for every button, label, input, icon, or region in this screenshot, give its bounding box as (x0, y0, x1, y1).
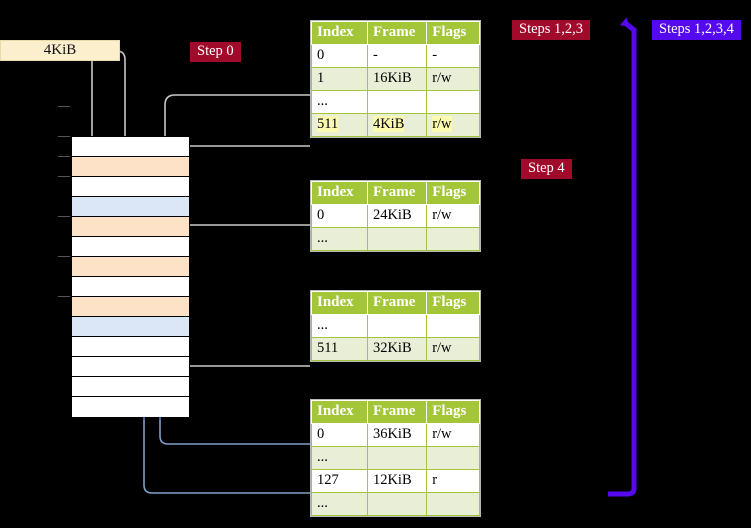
tick-mark (58, 136, 70, 137)
tick-mark (58, 176, 70, 177)
memory-frame-row (72, 137, 189, 157)
memory-frame-row (72, 177, 189, 197)
table-row: ... (311, 492, 480, 516)
memory-frame-row (72, 197, 189, 217)
table-row: ... (311, 227, 480, 251)
column-header-flags: Flags (426, 181, 480, 205)
table-cell (426, 227, 480, 251)
column-header-frame: Frame (366, 21, 428, 45)
table-cell (366, 314, 428, 338)
column-header-index: Index (311, 21, 368, 45)
column-header-frame: Frame (366, 291, 428, 315)
memory-frame-row (72, 157, 189, 177)
table-cell: ... (311, 90, 368, 114)
table-cell: r/w (426, 423, 480, 447)
table-cell: 32KiB (366, 337, 428, 361)
violet-loop-arrow (608, 17, 637, 497)
connector-4kib-to-memory (91, 50, 126, 150)
table-cell (426, 446, 480, 470)
column-header-frame: Frame (366, 400, 428, 424)
table-cell: ... (311, 227, 368, 251)
highlighted-value: 4KiB (372, 116, 405, 132)
table-cell: 0 (311, 204, 368, 228)
column-header-flags: Flags (426, 291, 480, 315)
table-cell: r/w (426, 67, 480, 91)
memory-column (71, 136, 190, 417)
column-header-frame: Frame (366, 181, 428, 205)
table-cell (366, 446, 428, 470)
tick-mark (58, 106, 70, 107)
memory-frame-row (72, 337, 189, 357)
memory-frame-row (72, 317, 189, 337)
size-label-4kib: 4KiB (0, 40, 120, 61)
table-cell (366, 227, 428, 251)
memory-frame-row (72, 257, 189, 277)
highlighted-value: r/w (432, 116, 452, 132)
column-header-index: Index (311, 181, 368, 205)
table-cell: 24KiB (366, 204, 428, 228)
table-cell: 4KiB (366, 113, 428, 137)
connector-memory-to-table2 (179, 224, 310, 270)
column-header-flags: Flags (426, 400, 480, 424)
tick-mark (58, 296, 70, 297)
memory-frame-row (72, 297, 189, 317)
table-row: ... (311, 314, 480, 338)
table-cell (366, 492, 428, 516)
table-cell: 0 (311, 44, 368, 68)
table-cell: 16KiB (366, 67, 428, 91)
memory-frame-row (72, 237, 189, 257)
column-header-index: Index (311, 400, 368, 424)
table-cell: - (366, 44, 428, 68)
badge-step-4: Step 4 (521, 159, 572, 179)
table-cell: 1 (311, 67, 368, 91)
column-header-index: Index (311, 291, 368, 315)
badge-step-0: Step 0 (190, 42, 241, 62)
table-row: ... (311, 446, 480, 470)
table-cell (426, 492, 480, 516)
badge-steps-123: Steps 1,2,3 (512, 20, 591, 40)
connector-memory-to-table3 (173, 306, 310, 367)
tick-mark (58, 256, 70, 257)
table-cell (426, 90, 480, 114)
table-cell: r (426, 469, 480, 493)
table-cell: 511 (311, 113, 368, 137)
tick-mark (58, 216, 70, 217)
memory-frame-row (72, 377, 189, 397)
table-cell: 127 (311, 469, 368, 493)
table-cell: - (426, 44, 480, 68)
table-cell: ... (311, 492, 368, 516)
memory-frame-row (72, 277, 189, 297)
table-cell: r/w (426, 337, 480, 361)
table-cell: 511 (311, 337, 368, 361)
table-row: 0-- (311, 44, 480, 68)
table-cell: 12KiB (366, 469, 428, 493)
table-cell (366, 90, 428, 114)
table-cell: r/w (426, 204, 480, 228)
table-cell: 36KiB (366, 423, 428, 447)
highlighted-value: 511 (317, 116, 339, 132)
table-cell: ... (311, 446, 368, 470)
table-row: ... (311, 90, 480, 114)
badge-steps-1234: Steps 1,2,3,4 (652, 20, 741, 40)
table-cell (426, 314, 480, 338)
memory-frame-row (72, 217, 189, 237)
table-row: 511 4KiB r/w (311, 113, 480, 137)
tick-mark (58, 156, 70, 157)
column-header-flags: Flags (426, 21, 480, 45)
table-cell: ... (311, 314, 368, 338)
table-cell: 0 (311, 423, 368, 447)
table-cell: r/w (426, 113, 480, 137)
memory-frame-row (72, 357, 189, 377)
memory-frame-row (72, 397, 189, 417)
